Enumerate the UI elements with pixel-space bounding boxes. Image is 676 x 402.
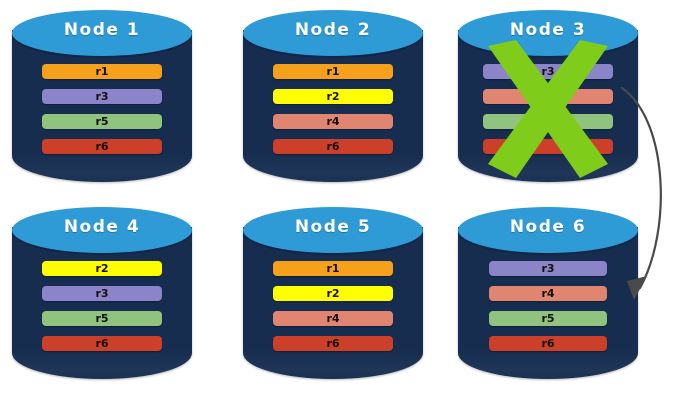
- record-stripe[interactable]: r1: [42, 64, 162, 79]
- record-stripe[interactable]: r5: [489, 311, 607, 326]
- record-stripe[interactable]: r2: [273, 286, 393, 301]
- node-label: Node 6: [509, 217, 587, 237]
- record-list: r1 r2 r4 r6: [243, 261, 423, 361]
- cylinder-top: [243, 207, 423, 253]
- record-stripe[interactable]: r6: [42, 336, 162, 351]
- record-stripe[interactable]: [483, 89, 613, 104]
- record-stripe[interactable]: r6: [489, 336, 607, 351]
- record-stripe[interactable]: r5: [42, 311, 162, 326]
- node-label: Node 5: [294, 217, 372, 237]
- record-stripe[interactable]: r6: [273, 139, 393, 154]
- record-stripe[interactable]: r1: [273, 261, 393, 276]
- record-stripe[interactable]: [483, 139, 613, 154]
- node-label: Node 2: [294, 20, 372, 40]
- record-stripe[interactable]: r3: [489, 261, 607, 276]
- cylinder-top: [12, 207, 192, 253]
- record-list: r1 r2 r4 r6: [243, 64, 423, 164]
- record-list: r2 r3 r5 r6: [12, 261, 192, 361]
- cylinder-top: [243, 10, 423, 56]
- record-stripe[interactable]: r3: [42, 89, 162, 104]
- node-2[interactable]: Node 2 r1 r2 r4 r6: [243, 8, 423, 186]
- node-label: Node 4: [63, 217, 141, 237]
- record-list: r1 r3 r5 r6: [12, 64, 192, 164]
- record-stripe[interactable]: r5: [42, 114, 162, 129]
- node-5[interactable]: Node 5 r1 r2 r4 r6: [243, 205, 423, 383]
- cylinder-top: [12, 10, 192, 56]
- record-stripe[interactable]: r1: [273, 64, 393, 79]
- record-stripe[interactable]: r4: [273, 114, 393, 129]
- record-stripe[interactable]: [483, 114, 613, 129]
- record-list: r3 r4 r5 r6: [458, 261, 638, 361]
- record-stripe[interactable]: r3: [42, 286, 162, 301]
- cylinder-top: [458, 207, 638, 253]
- node-1[interactable]: Node 1 r1 r3 r5 r6: [12, 8, 192, 186]
- record-stripe[interactable]: r2: [273, 89, 393, 104]
- node-label: Node 1: [63, 20, 141, 40]
- node-6[interactable]: Node 6 r3 r4 r5 r6: [458, 205, 638, 383]
- node-4[interactable]: Node 4 r2 r3 r5 r6: [12, 205, 192, 383]
- record-stripe[interactable]: r2: [42, 261, 162, 276]
- record-stripe[interactable]: r4: [489, 286, 607, 301]
- record-list: r3: [458, 64, 638, 164]
- record-stripe[interactable]: r6: [42, 139, 162, 154]
- node-label: Node 3: [509, 20, 587, 40]
- record-stripe[interactable]: r6: [273, 336, 393, 351]
- record-stripe[interactable]: r4: [273, 311, 393, 326]
- record-stripe[interactable]: r3: [483, 64, 613, 79]
- node-3[interactable]: Node 3 r3: [458, 8, 638, 186]
